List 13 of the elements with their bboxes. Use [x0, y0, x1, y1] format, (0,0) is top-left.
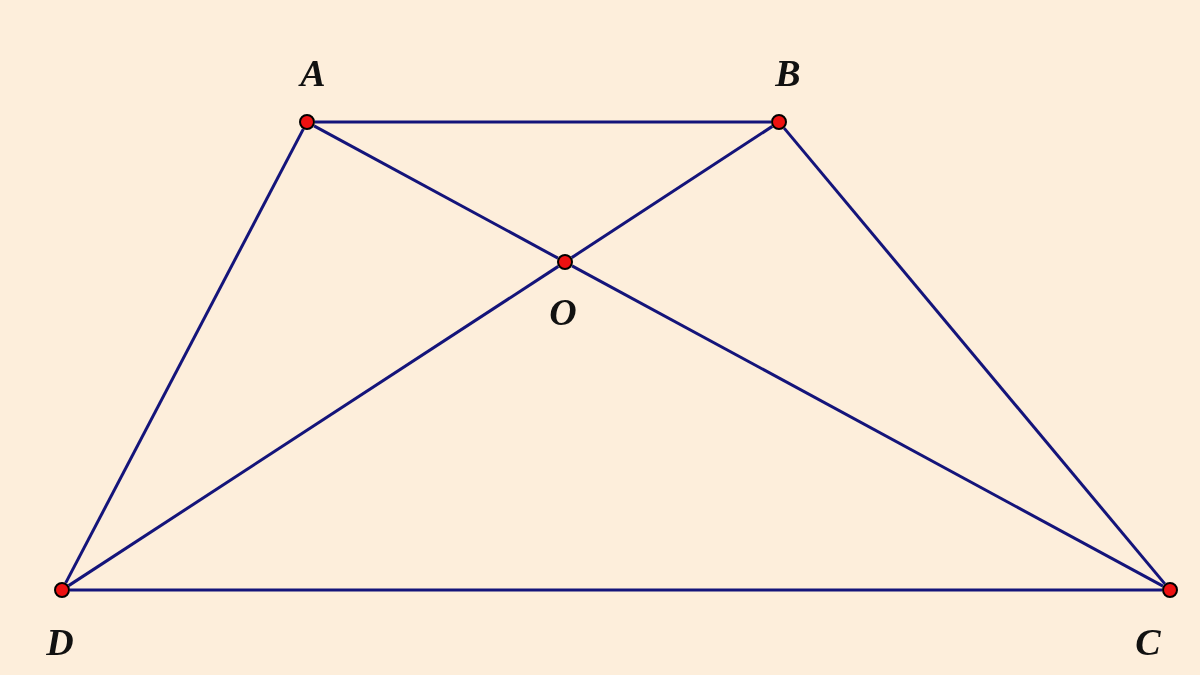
line-segment [67, 265, 560, 587]
line-segment [570, 125, 774, 259]
point-label: A [300, 54, 326, 92]
line-segment [64, 128, 305, 584]
line-segment [315, 120, 771, 124]
line-segment [70, 588, 1162, 592]
line-segment [782, 127, 1167, 585]
point-label: B [775, 54, 801, 92]
point-label: D [46, 623, 74, 661]
line-segment [313, 124, 559, 260]
line-segment [571, 264, 1164, 588]
point-label: C [1135, 623, 1161, 661]
point-label: O [549, 293, 577, 331]
